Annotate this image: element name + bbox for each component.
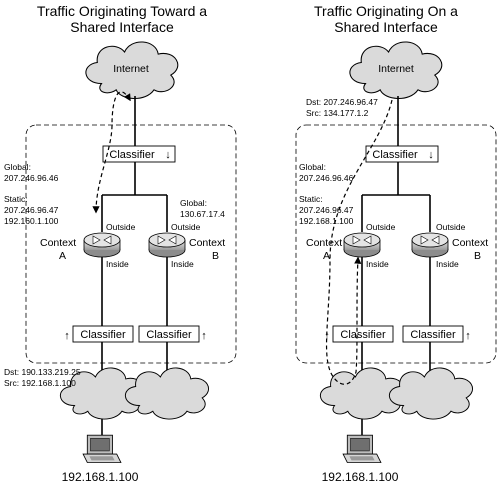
left-inside-a: Inside bbox=[106, 259, 129, 269]
left-title-line2: Shared Interface bbox=[70, 19, 174, 35]
right-static-value2: 192.168.1.100 bbox=[299, 216, 354, 226]
right-inside-b: Inside bbox=[436, 259, 459, 269]
left-inside-b: Inside bbox=[171, 259, 194, 269]
left-global-a-label: Global: bbox=[4, 162, 31, 172]
right-outside-b: Outside bbox=[436, 222, 466, 232]
up-arrow-icon: ↑ bbox=[324, 330, 330, 342]
left-bottom-classifier-a bbox=[72, 325, 134, 343]
left-global-b-value: 130.67.17.4 bbox=[180, 209, 225, 219]
left-internet-label: Internet bbox=[113, 63, 149, 75]
right-inside-a: Inside bbox=[366, 259, 389, 269]
right-static-label: Static: bbox=[299, 194, 323, 204]
right-src: Src: 134.177.1.2 bbox=[306, 108, 369, 118]
up-arrow-icon: ↑ bbox=[64, 330, 70, 342]
right-outside-a: Outside bbox=[366, 222, 396, 232]
right-context-a-letter: A bbox=[323, 250, 330, 262]
left-src: Src: 192.168.1.100 bbox=[4, 378, 76, 388]
right-bottom-classifier-b-label: Classifier bbox=[410, 329, 456, 341]
right-bottom-classifier-a-label: Classifier bbox=[340, 329, 386, 341]
right-context-b-word: Context bbox=[452, 237, 488, 249]
left-global-a-value: 207.246.96.46 bbox=[4, 173, 59, 183]
left-context-a-letter: A bbox=[59, 250, 66, 262]
left-inside-cloud-b-icon bbox=[124, 367, 210, 420]
right-internet-label: Internet bbox=[378, 63, 414, 75]
left-panel: Traffic Originating Toward a Shared Inte… bbox=[4, 3, 237, 484]
left-context-a-router-icon bbox=[83, 232, 121, 258]
left-host-ip: 192.168.1.100 bbox=[62, 470, 139, 484]
right-context-b-router-icon bbox=[411, 232, 449, 258]
left-outside-a: Outside bbox=[106, 222, 136, 232]
right-inside-cloud-b-icon bbox=[388, 367, 474, 420]
left-context-b-letter: B bbox=[212, 250, 219, 262]
down-arrow-icon: ↓ bbox=[428, 149, 434, 161]
right-top-classifier-label: Classifier bbox=[372, 149, 418, 161]
right-global-a-label: Global: bbox=[299, 162, 326, 172]
left-static-value1: 207.246.96.47 bbox=[4, 205, 59, 215]
left-bottom-classifier-b bbox=[138, 325, 200, 343]
right-title-line1: Traffic Originating On a bbox=[314, 3, 458, 19]
left-top-classifier-label: Classifier bbox=[109, 149, 155, 161]
right-panel: Traffic Originating On a Shared Interfac… bbox=[295, 3, 497, 484]
left-context-b-router-icon bbox=[148, 232, 186, 258]
right-bottom-classifier-a bbox=[332, 325, 394, 343]
left-title-line1: Traffic Originating Toward a bbox=[37, 3, 207, 19]
left-outside-b: Outside bbox=[171, 222, 201, 232]
right-bottom-classifier-b bbox=[402, 325, 464, 343]
right-host-pc-icon bbox=[342, 434, 382, 464]
right-host-ip: 192.168.1.100 bbox=[322, 470, 399, 484]
left-bottom-classifier-a-label: Classifier bbox=[80, 329, 126, 341]
right-context-a-router-icon bbox=[343, 232, 381, 258]
left-context-b-word: Context bbox=[189, 237, 225, 249]
right-title-line2: Shared Interface bbox=[334, 19, 438, 35]
left-dst: Dst: 190.133.219.25 bbox=[4, 367, 81, 377]
left-bottom-classifier-b-label: Classifier bbox=[146, 329, 192, 341]
up-arrow-icon: ↑ bbox=[465, 330, 471, 342]
left-host-pc-icon bbox=[82, 434, 122, 464]
down-arrow-icon: ↓ bbox=[165, 149, 171, 161]
right-context-a-word: Context bbox=[306, 237, 342, 249]
left-static-label: Static: bbox=[4, 194, 28, 204]
up-arrow-icon: ↑ bbox=[201, 330, 207, 342]
right-security-appliance-boundary bbox=[295, 124, 497, 364]
right-static-value1: 207.246.96.47 bbox=[299, 205, 354, 215]
right-dst: Dst: 207.246.96.47 bbox=[306, 97, 378, 107]
left-global-b-label: Global: bbox=[180, 198, 207, 208]
right-context-b-letter: B bbox=[474, 250, 481, 262]
left-static-value2: 192.160.1.100 bbox=[4, 216, 59, 226]
right-global-a-value: 207.246.96.46 bbox=[299, 173, 354, 183]
right-top-classifier bbox=[365, 145, 439, 163]
left-security-appliance-boundary bbox=[25, 124, 237, 364]
left-context-a-word: Context bbox=[40, 237, 76, 249]
right-traffic-path bbox=[325, 99, 393, 385]
